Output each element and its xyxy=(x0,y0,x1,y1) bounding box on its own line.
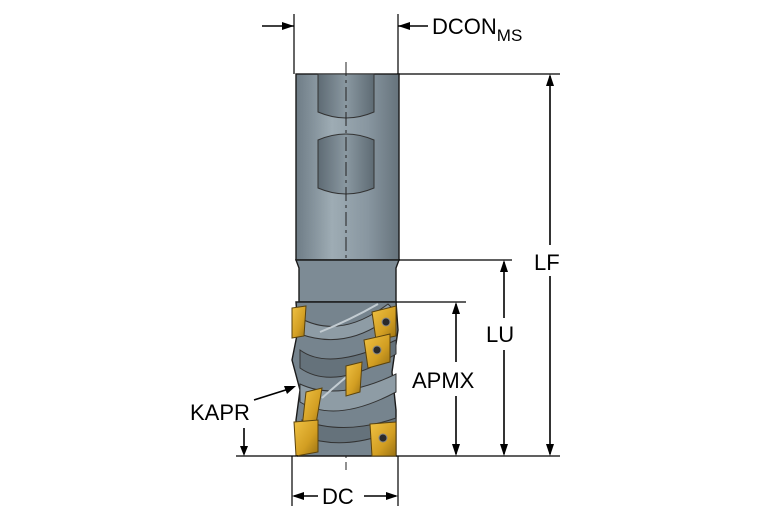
insert-top-left xyxy=(291,305,307,339)
label-lu: LU xyxy=(486,322,514,347)
insert-screw-icon xyxy=(372,345,382,355)
insert-mid-center xyxy=(345,361,363,397)
dimension-lu: LU xyxy=(399,259,514,456)
dimension-dc: DC xyxy=(291,456,399,509)
insert-upper-right xyxy=(371,305,397,341)
dimension-lf: LF xyxy=(396,73,560,457)
dimension-kapr: KAPR xyxy=(190,386,298,457)
insert-screw-icon xyxy=(378,433,388,443)
label-lf: LF xyxy=(534,250,560,275)
insert-mid-right xyxy=(363,333,391,369)
label-dcon: DCONMS xyxy=(432,14,522,45)
tool-neck xyxy=(294,259,401,303)
insert-bottom-left xyxy=(293,419,319,457)
insert-screw-icon xyxy=(381,317,391,327)
dimension-dcon: DCONMS xyxy=(262,14,522,74)
insert-bottom-right xyxy=(369,421,397,457)
label-apmx: APMX xyxy=(412,368,475,393)
dimension-apmx: APMX xyxy=(396,301,475,456)
label-dc: DC xyxy=(322,484,354,509)
label-kapr: KAPR xyxy=(190,400,250,425)
